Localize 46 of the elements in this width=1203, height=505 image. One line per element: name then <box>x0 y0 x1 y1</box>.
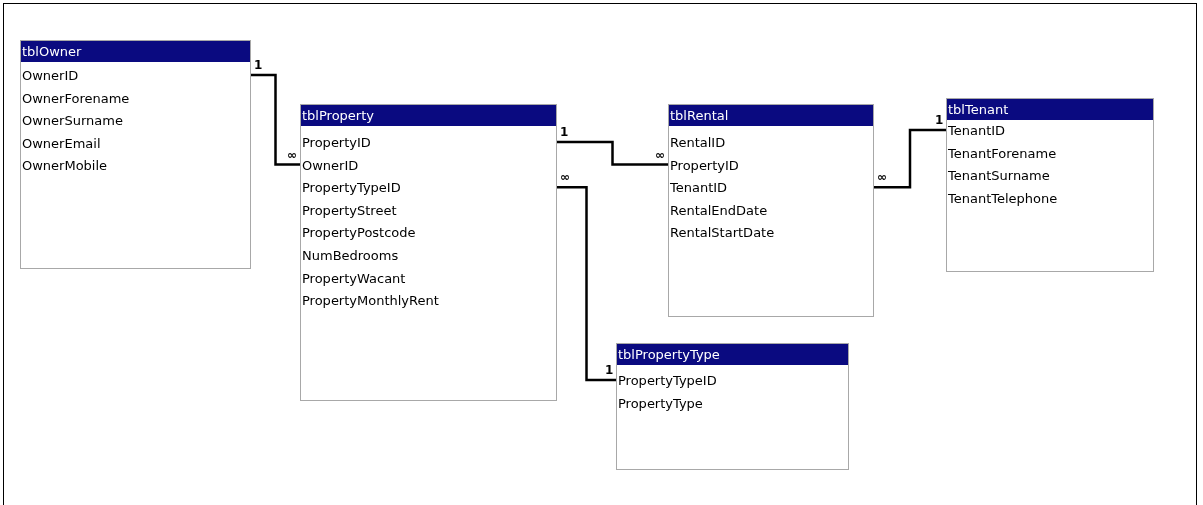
cardinality-label: 1 <box>935 114 944 127</box>
cardinality-label: 1 <box>254 59 263 72</box>
cardinality-label: 1 <box>605 364 614 377</box>
table-title: tblTenant <box>947 99 1153 120</box>
field-name: RentalStartDate <box>670 225 775 242</box>
table-box <box>300 104 557 401</box>
field-name: PropertyPostcode <box>302 225 416 242</box>
field-name: PropertyType <box>618 395 703 412</box>
field-name: TenantID <box>948 123 1006 139</box>
relationship-line <box>557 185 616 382</box>
cardinality-label: ∞ <box>560 171 570 185</box>
table-title: tblOwner <box>21 41 250 62</box>
table-title: tblProperty <box>301 105 556 126</box>
table-box <box>668 104 874 317</box>
field-name: PropertyMonthlyRent <box>302 293 439 310</box>
field-name: PropertyTypeID <box>618 373 717 389</box>
table-box <box>946 98 1154 272</box>
field-name: OwnerID <box>22 68 79 84</box>
field-name: NumBedrooms <box>302 248 399 264</box>
relationship-line <box>874 128 946 189</box>
table-box <box>20 40 251 269</box>
field-name: RentalEndDate <box>670 202 768 219</box>
field-name: PropertyStreet <box>302 202 397 219</box>
field-name: OwnerID <box>302 157 359 174</box>
relationship-line <box>557 140 668 166</box>
table-title: tblPropertyType <box>617 344 848 365</box>
field-name: RentalID <box>670 135 726 151</box>
cardinality-label: ∞ <box>287 148 297 162</box>
field-name: TenantTelephone <box>948 190 1058 207</box>
field-name: PropertyWacant <box>302 270 406 287</box>
cardinality-label: ∞ <box>655 148 665 162</box>
relationship-line <box>251 73 300 166</box>
field-name: OwnerForename <box>22 90 130 107</box>
field-name: TenantForename <box>948 145 1057 162</box>
cardinality-label: ∞ <box>877 171 887 185</box>
field-name: TenantSurname <box>948 168 1050 185</box>
field-name: PropertyID <box>302 135 371 151</box>
field-name: PropertyTypeID <box>302 180 401 197</box>
cardinality-label: 1 <box>560 126 569 139</box>
field-name: TenantID <box>670 180 728 197</box>
field-name: PropertyID <box>670 157 739 174</box>
field-name: OwnerMobile <box>22 158 108 175</box>
table-box <box>616 343 849 470</box>
field-name: OwnerEmail <box>22 135 101 152</box>
table-title: tblRental <box>669 105 873 126</box>
field-name: OwnerSurname <box>22 113 123 130</box>
